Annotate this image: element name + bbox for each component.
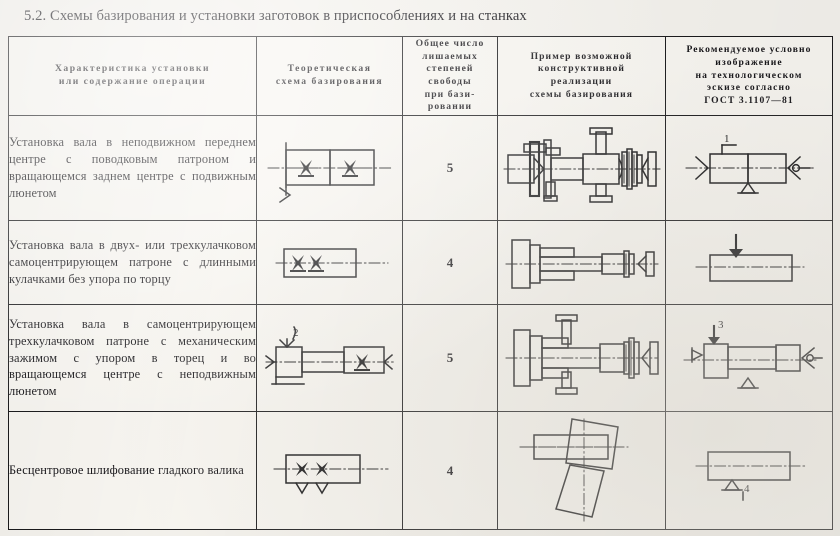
basing-schemes-table: Характеристика установки или содержание …	[8, 36, 833, 530]
table-header: Характеристика установки или содержание …	[8, 36, 833, 116]
table-row: Установка вала в неподвижном переднем це…	[8, 115, 833, 221]
construction-row2-svg	[505, 238, 658, 289]
header-line: ровании	[427, 101, 473, 113]
header-line: Общее число	[415, 38, 485, 50]
designation-label: 1	[724, 133, 730, 145]
scheme-row4-svg	[273, 453, 388, 494]
construction-example-diagram	[497, 304, 666, 412]
theoretical-scheme-diagram	[256, 220, 403, 305]
construction-example-diagram	[497, 411, 666, 530]
header-line: Рекомендуемое условно	[686, 44, 812, 56]
header-line: на технологическом	[695, 69, 803, 81]
header-line: степеней	[426, 63, 474, 75]
construction-example-diagram	[497, 220, 666, 305]
table-row: Установка вала в двух- или трехкулачково…	[8, 220, 833, 305]
header-standard-designation: Рекомендуемое условно изображение на тех…	[665, 36, 833, 116]
designation-row4-svg: 4	[695, 450, 807, 501]
header-line: Характеристика установки	[54, 63, 210, 75]
table-body: Установка вала в неподвижном переднем це…	[8, 115, 833, 530]
scheme-label: 2	[293, 327, 299, 339]
header-line: конструктивной	[537, 63, 626, 75]
page-title: 5.2. Схемы базирования и установки загот…	[24, 8, 527, 24]
header-degrees-of-freedom: Общее число лишаемых степеней свободы пр…	[402, 36, 498, 116]
construction-example-diagram	[497, 115, 666, 221]
row-description: Установка вала в самоцентрирующем трехку…	[8, 304, 257, 412]
degrees-of-freedom-value: 5	[402, 115, 498, 221]
construction-row3-svg	[505, 314, 659, 395]
header-line: или содержание операции	[58, 76, 207, 87]
table-row: Установка вала в самоцентрирующем трехку…	[8, 304, 833, 412]
header-row: Характеристика установки или содержание …	[8, 36, 833, 116]
standard-designation-diagram	[665, 220, 833, 305]
row-description: Установка вала в неподвижном переднем це…	[8, 115, 257, 221]
scheme-row1-svg	[267, 142, 392, 204]
designation-row3-svg: 3	[683, 319, 823, 389]
standard-designation-diagram: 3	[665, 304, 833, 412]
basing-point-star-1	[289, 254, 306, 272]
theoretical-scheme-diagram: 2	[256, 304, 403, 412]
support-triangle	[737, 181, 759, 194]
arrow-marker-lower-left	[278, 186, 291, 204]
standard-designation-diagram: 1	[665, 115, 833, 221]
designation-row2-svg	[695, 233, 805, 282]
header-line: Теоретическая	[287, 63, 372, 75]
header-line: схема базирования	[275, 76, 384, 87]
basing-point-star-right	[353, 354, 370, 371]
row-description: Установка вала в двух- или трехкулачково…	[8, 220, 257, 305]
header-line: схемы базирования	[529, 88, 634, 100]
row-description: Бесцентровое шлифование гладкого валика	[8, 411, 257, 530]
degrees-of-freedom-value: 4	[402, 220, 498, 305]
header-construction-example: Пример возможной конструктивной реализац…	[497, 36, 666, 116]
scheme-row2-svg	[275, 247, 388, 278]
header-line: лишаемых	[422, 50, 478, 62]
header-line: при бази-	[424, 88, 476, 100]
table-row: Бесцентровое шлифование гладкого валика	[8, 411, 833, 530]
support-triangle	[737, 376, 759, 389]
construction-row1-svg	[503, 127, 660, 203]
header-line: эскизе согласно	[706, 82, 792, 94]
designation-row1-svg: 1	[685, 133, 815, 194]
basing-point-star-2	[307, 254, 324, 272]
designation-label: 3	[718, 319, 724, 331]
theoretical-scheme-diagram	[256, 115, 403, 221]
designation-label: 4	[744, 483, 750, 495]
header-line: реализации	[550, 76, 613, 87]
degrees-of-freedom-value: 4	[402, 411, 498, 530]
header-line: ГОСТ 3.1107—81	[704, 94, 794, 106]
header-theoretical-scheme: Теоретическая схема базирования	[256, 36, 403, 116]
degrees-of-freedom-value: 5	[402, 304, 498, 412]
support-triangle	[721, 478, 743, 491]
theoretical-scheme-diagram	[256, 411, 403, 530]
header-line: изображение	[715, 57, 783, 69]
construction-row4-svg	[519, 417, 628, 521]
header-line: свободы	[428, 76, 472, 87]
header-characteristic: Характеристика установки или содержание …	[8, 36, 257, 116]
scheme-row3-svg: 2	[264, 325, 394, 385]
header-line: Пример возможной	[530, 50, 633, 62]
support-marker-left	[691, 347, 704, 363]
standard-designation-diagram: 4	[665, 411, 833, 530]
